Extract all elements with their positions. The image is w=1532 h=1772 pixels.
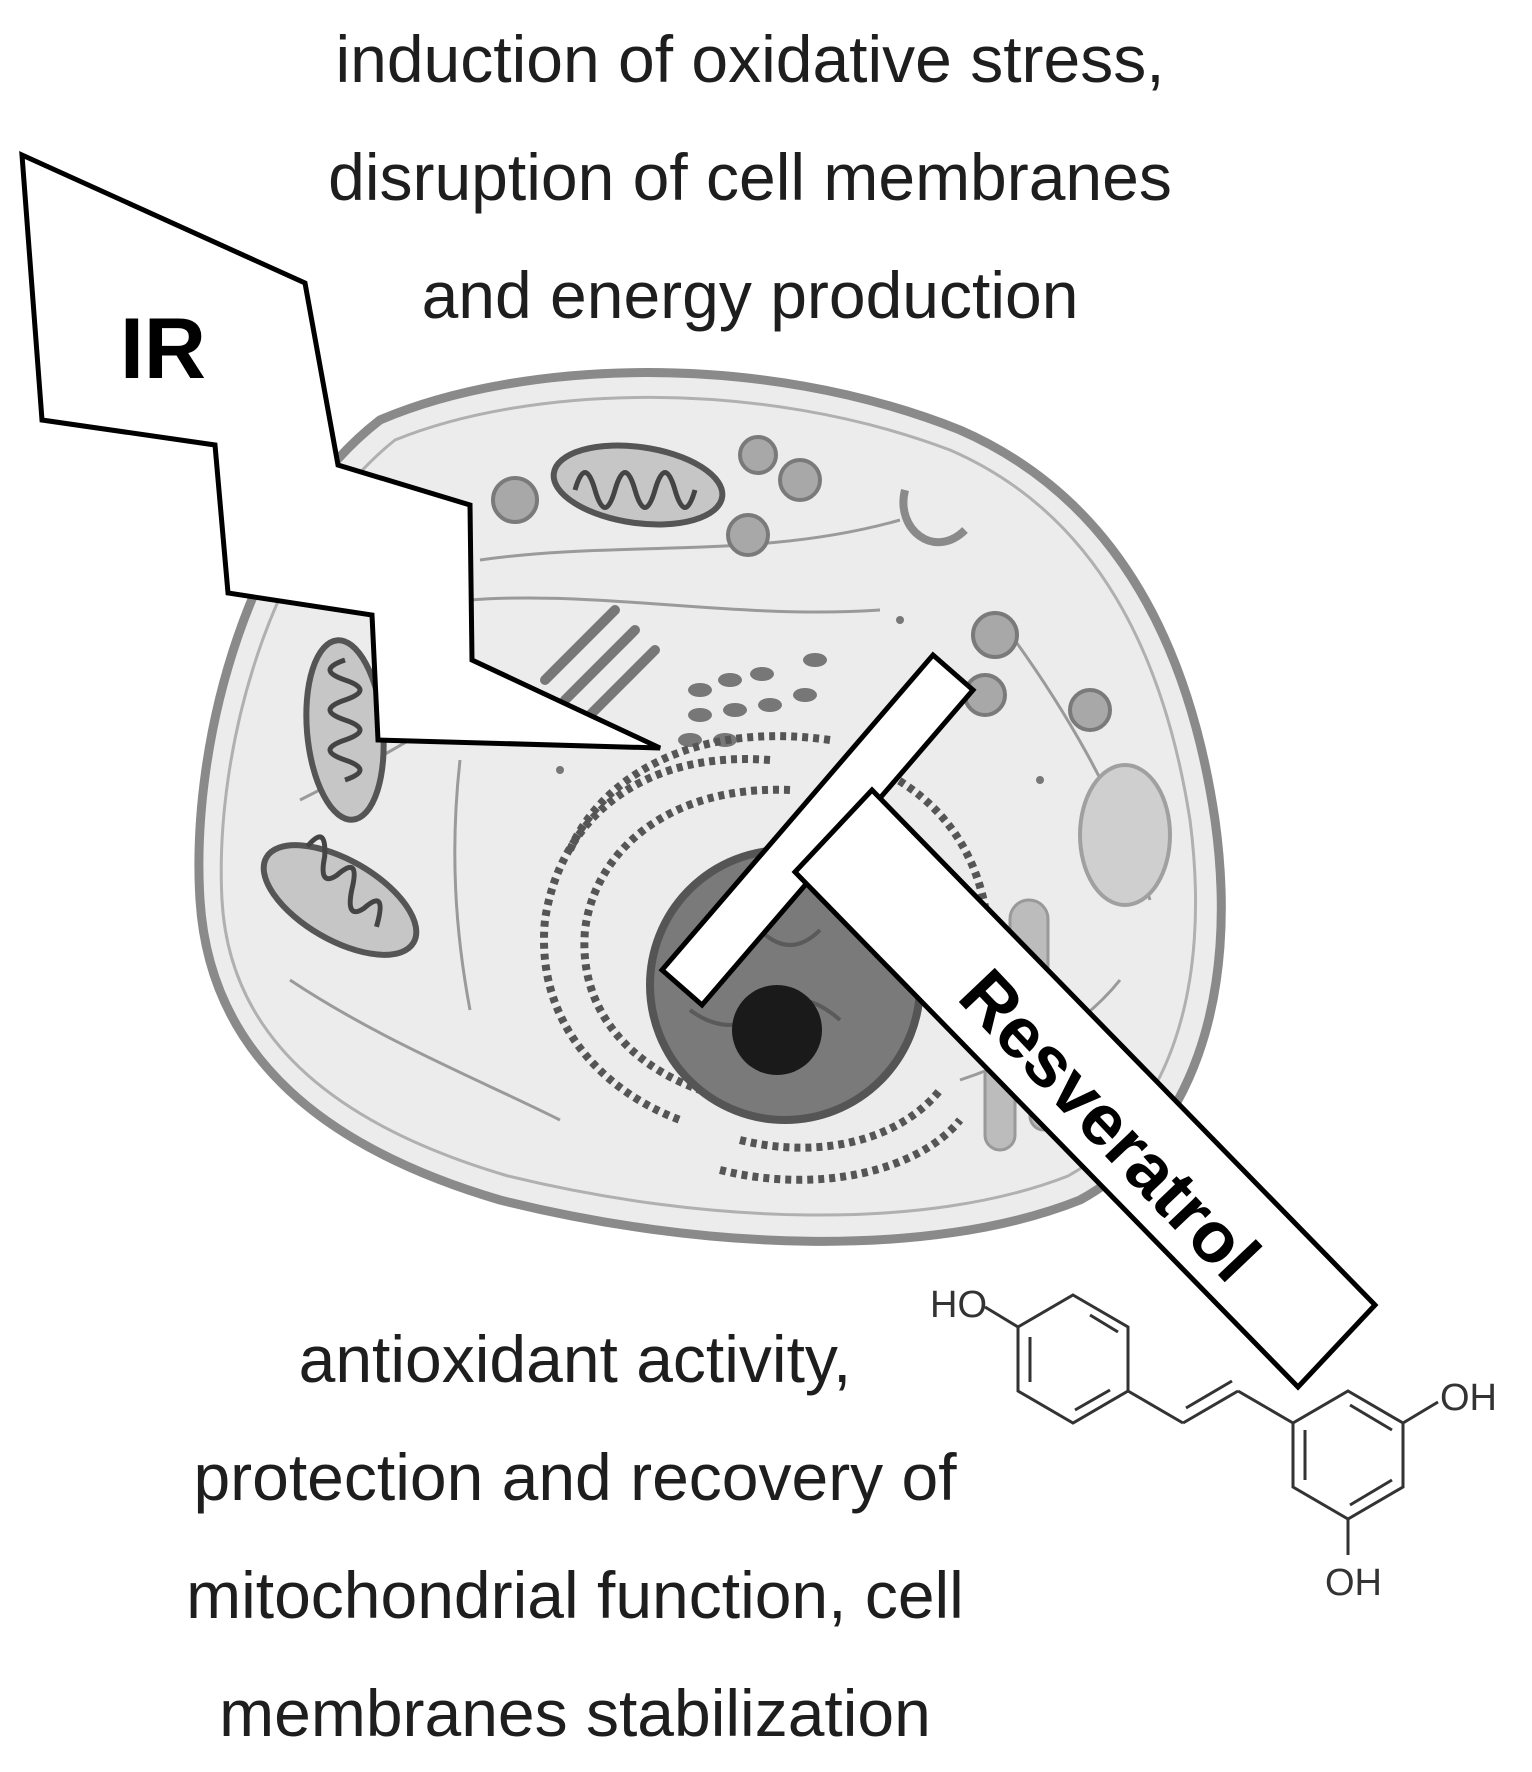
mitochondrion-left (303, 637, 387, 823)
vacuole (1078, 763, 1172, 907)
oh-right-bond (1402, 1400, 1439, 1425)
golgi-apparatus (540, 605, 660, 725)
top-caption-line-1: induction of oxidative stress, (335, 22, 1165, 96)
oh-bottom-label: OH (1325, 1562, 1382, 1604)
mitochondrion-top (550, 442, 726, 528)
right-ring (1291, 1389, 1405, 1521)
inhibitor-crossbar (658, 651, 977, 1009)
top-caption-line-3: and energy production (421, 258, 1079, 332)
top-caption: induction of oxidative stress, disruptio… (200, 0, 1300, 354)
nucleolus (732, 985, 822, 1075)
bottom-caption: antioxidant activity, protection and rec… (60, 1300, 1090, 1772)
endocytic-notch (899, 489, 968, 547)
ir-bolt-shape (19, 150, 662, 751)
top-caption-line-2: disruption of cell membranes (328, 140, 1172, 214)
inhibitor-stem (791, 786, 1379, 1391)
ir-lightning-bolt: IR (19, 150, 662, 751)
cell-membrane-inner (219, 395, 1197, 1217)
mitochondria (260, 442, 726, 958)
oh-right-label: OH (1440, 1377, 1497, 1419)
ho-label: HO (930, 1284, 987, 1326)
bottom-caption-line-2: protection and recovery of (193, 1440, 957, 1514)
resveratrol-molecule (984, 1293, 1439, 1555)
molecule-labels: HO OH OH (930, 1284, 1497, 1604)
bottom-caption-line-3: mitochondrial function, cell (186, 1558, 964, 1632)
bottom-caption-line-4: membranes stabilization (219, 1676, 931, 1750)
ir-label: IR (120, 301, 206, 397)
mitochondrion-bottom-left (260, 834, 420, 958)
vesicles (491, 435, 1112, 732)
ho-bond (984, 1305, 1019, 1329)
bottom-caption-line-1: antioxidant activity, (298, 1322, 852, 1396)
